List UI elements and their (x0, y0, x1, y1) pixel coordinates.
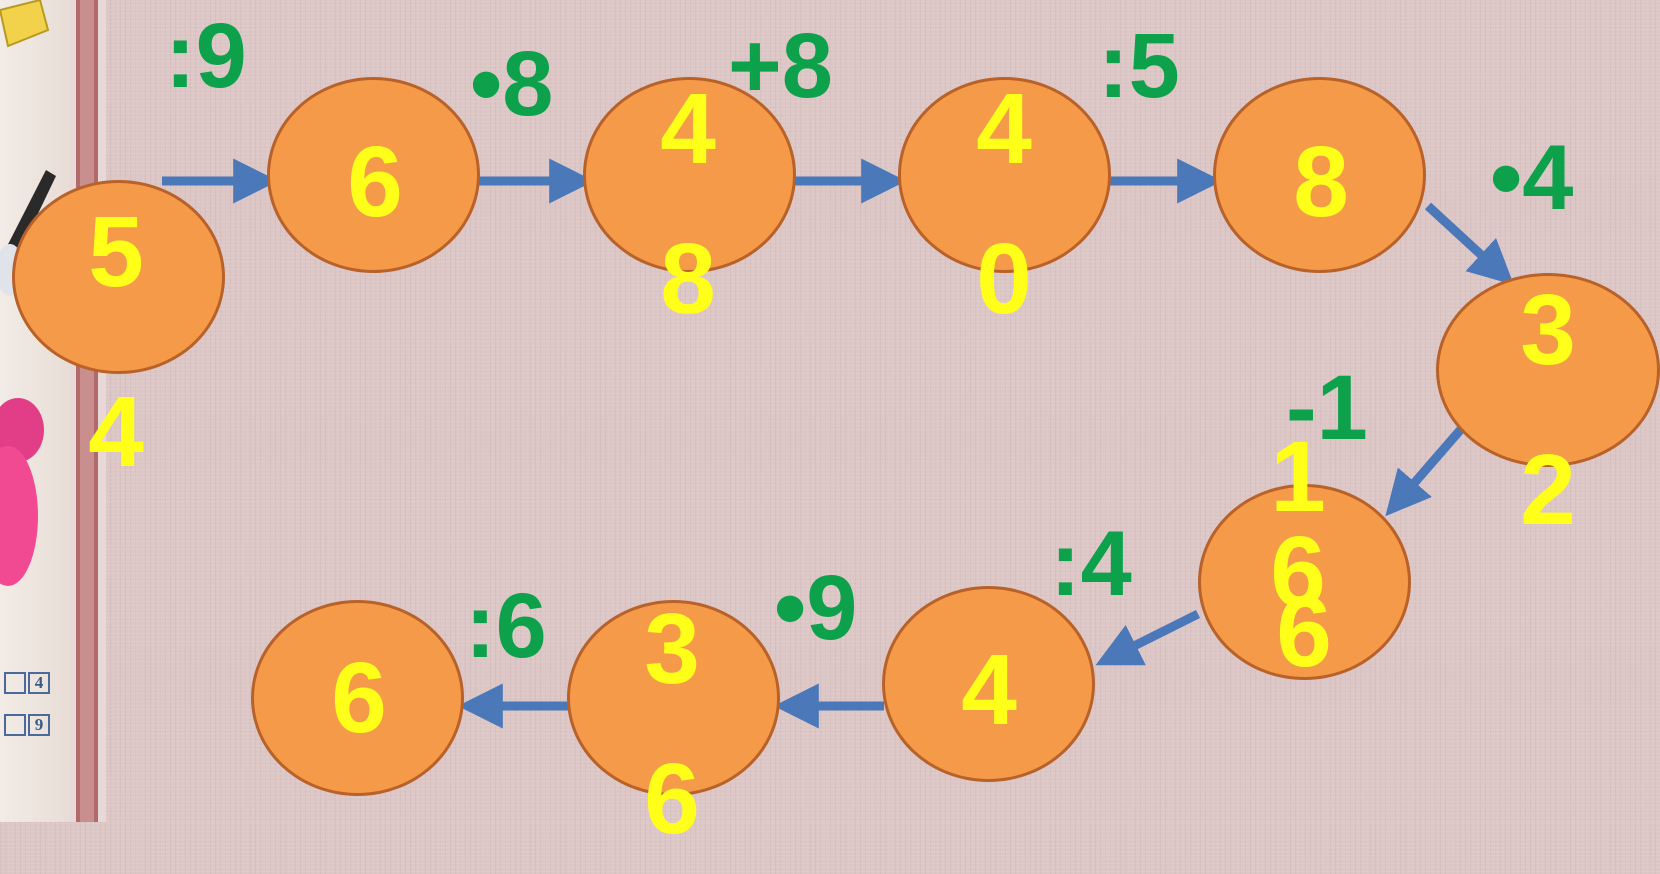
node-4-value: 4 (961, 634, 1017, 746)
node-16-value-extra: 6 (1276, 576, 1332, 688)
node-6-start (267, 77, 480, 273)
node-8-value: 8 (1293, 126, 1349, 238)
node-48-value: 48 (660, 73, 716, 335)
node-6-start-value: 6 (347, 126, 403, 238)
op-label-div5: :5 (1098, 15, 1180, 117)
node-36 (567, 600, 780, 796)
arrow-32-to-16 (1385, 425, 1466, 517)
op-label-div9: :9 (165, 5, 247, 107)
node-54-value: 54 (88, 196, 144, 488)
ball-icon (0, 398, 44, 586)
op-label-div6: :6 (465, 575, 547, 677)
node-16-value: 16 (1270, 421, 1326, 628)
node-32 (1436, 273, 1660, 467)
node-40-value: 40 (976, 73, 1032, 335)
arrow-8-to-32 (1424, 202, 1514, 285)
page-border (70, 0, 106, 822)
op-label-minus1: -1 (1286, 357, 1368, 459)
node-54 (12, 180, 225, 374)
number-block-icon (4, 714, 26, 736)
node-40 (898, 77, 1111, 273)
op-label-mul4: •4 (1490, 127, 1574, 229)
op-label-plus8: +8 (728, 15, 833, 117)
op-label-mul8: •8 (470, 33, 554, 135)
node-6-end-value: 6 (331, 642, 387, 754)
node-6-end (251, 600, 464, 796)
ruler-icon (0, 0, 50, 48)
node-4 (882, 586, 1095, 782)
node-48 (583, 77, 796, 273)
node-36-value: 36 (644, 593, 700, 855)
op-label-div4: :4 (1050, 513, 1132, 615)
node-16 (1198, 484, 1411, 680)
number-block-icon (4, 672, 26, 694)
node-8 (1213, 77, 1426, 273)
left-decor-strip: 4 9 (0, 0, 70, 822)
op-label-mul9: •9 (774, 557, 858, 659)
arrow-layer (162, 158, 1514, 729)
number-block-icon: 9 (28, 714, 50, 736)
node-32-value: 32 (1520, 274, 1576, 546)
number-block-icon: 4 (28, 672, 50, 694)
arrow-16-to-4 (1095, 609, 1201, 666)
